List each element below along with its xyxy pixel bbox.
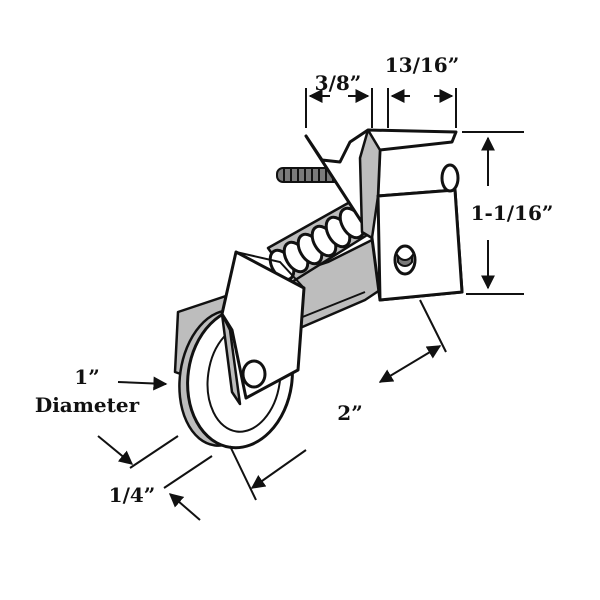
slot-width-label: 3/8”: [315, 71, 362, 95]
roller-part: [173, 128, 464, 450]
height-label: 1-1/16”: [471, 201, 554, 225]
top-width-label: 13/16”: [385, 53, 459, 77]
mounting-bracket: [304, 128, 464, 302]
dimension-slot-width: 3/8”: [305, 71, 373, 128]
length-label: 2”: [337, 401, 362, 425]
wheel-diameter-value: 1”: [74, 365, 99, 389]
dimension-wheel-thickness: 1/4”: [97, 435, 213, 521]
axle-rivet: [241, 359, 267, 389]
wheel-diameter-label: Diameter: [35, 393, 140, 417]
dimension-wheel-diameter: 1” Diameter: [35, 365, 168, 417]
dimension-length: 2”: [229, 299, 447, 501]
wheel-thickness-label: 1/4”: [109, 483, 156, 507]
dimension-top-width: 13/16”: [385, 53, 459, 128]
axle-bracket: [220, 250, 306, 406]
dimension-height: 1-1/16”: [462, 131, 554, 295]
